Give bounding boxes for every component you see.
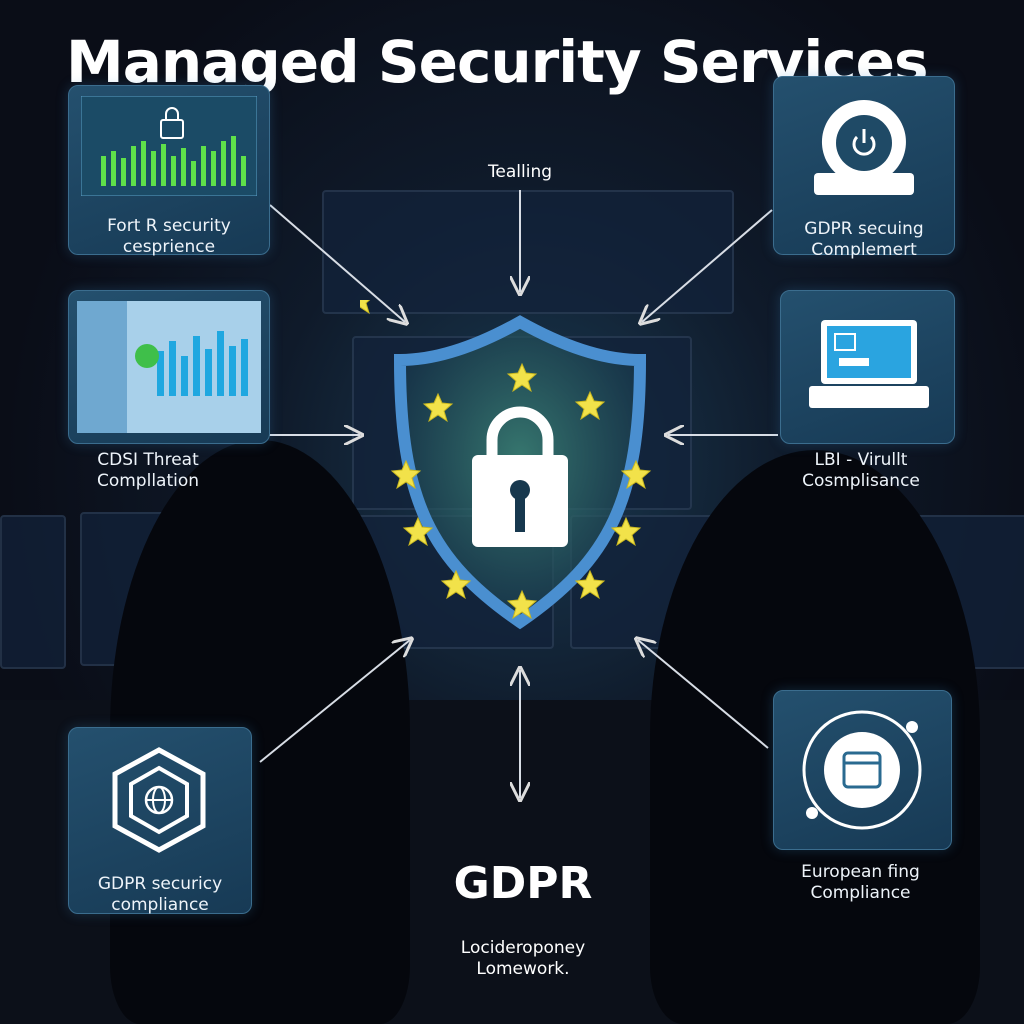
label-line: LBI - Virullt (814, 450, 908, 470)
label-line: GDPR securicy (97, 874, 223, 894)
lock-chart-icon (81, 96, 257, 196)
subtitle-line: Locideroponey (460, 938, 586, 958)
label-line: Fort R security (107, 216, 231, 236)
card-lbi-virullt[interactable] (780, 290, 955, 444)
arrow (642, 209, 773, 322)
label-line: European fing (801, 862, 920, 882)
top-label: Tealling (487, 162, 553, 182)
label-line: Compllation (96, 471, 200, 491)
label-line: cesprience (122, 237, 216, 257)
background-monitor (0, 515, 66, 669)
globe-hexagon-icon (112, 747, 206, 853)
eu-shield-lock-icon (360, 300, 651, 630)
dashboard-icon (77, 301, 261, 433)
card-cdsi-threat[interactable] (68, 290, 270, 444)
label-line: compliance (111, 895, 209, 915)
label-line: Compliance (810, 883, 911, 903)
arrow (259, 640, 410, 763)
label-line: GDPR secuing (804, 219, 924, 239)
arrow (638, 640, 769, 749)
label-line: Cosmplisance (802, 471, 920, 491)
label-line: CDSI Threat (97, 450, 199, 470)
calendar-cycle-icon (802, 710, 922, 830)
center-heading: GDPR (453, 858, 593, 909)
power-shield-icon (814, 100, 914, 195)
label-line: Complemert (811, 240, 917, 260)
card-european-fing[interactable] (773, 690, 952, 850)
arrow (269, 204, 405, 322)
subtitle-line: Lomework. (476, 959, 570, 979)
laptop-icon (809, 320, 929, 408)
